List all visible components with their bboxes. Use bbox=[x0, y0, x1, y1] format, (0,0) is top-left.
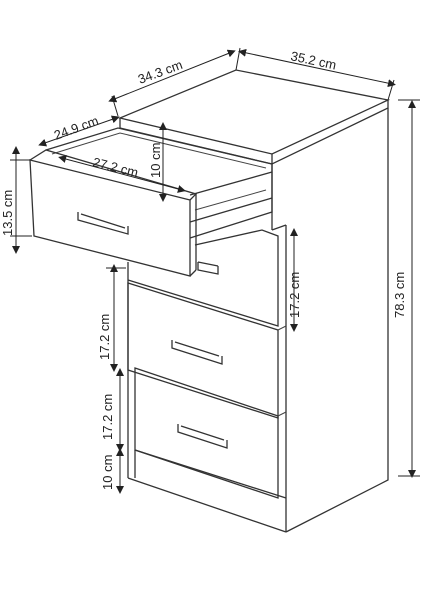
dim-width bbox=[235, 47, 396, 101]
dim-drawer-3-height bbox=[106, 264, 126, 372]
dim-drawer-front-height bbox=[10, 146, 32, 254]
open-drawer-handle-icon bbox=[77, 212, 129, 235]
label-drawer-3-height: 17.2 cm bbox=[97, 314, 112, 360]
label-drawer-inner-width: 27.2 cm bbox=[91, 154, 140, 180]
drawer-3 bbox=[127, 282, 287, 419]
dim-total-height bbox=[398, 99, 420, 478]
drawer-2-handle-icon bbox=[197, 261, 219, 275]
label-depth: 34.3 cm bbox=[136, 57, 185, 87]
label-total-height: 78.3 cm bbox=[392, 272, 407, 318]
drawer-3-handle-icon bbox=[171, 340, 223, 365]
drawer-2 bbox=[127, 224, 287, 327]
cabinet-body bbox=[117, 69, 391, 533]
drawer-front bbox=[29, 159, 191, 277]
dim-drawer-depth bbox=[38, 115, 120, 147]
label-width: 35.2 cm bbox=[289, 48, 337, 72]
label-drawer-front-height: 13.5 cm bbox=[0, 190, 15, 236]
label-drawer-inner-height: 10 cm bbox=[148, 143, 163, 178]
label-drawer-2-height: 17.2 cm bbox=[287, 272, 302, 318]
drawer-4-handle-icon bbox=[177, 424, 228, 449]
label-drawer-depth: 24.9 cm bbox=[52, 113, 101, 143]
cabinet-top bbox=[117, 69, 391, 155]
dim-depth bbox=[108, 49, 236, 117]
cabinet-side-panel bbox=[285, 108, 389, 533]
label-plinth-height: 10 cm bbox=[100, 455, 115, 490]
drawer-4 bbox=[134, 367, 287, 499]
plinth bbox=[134, 449, 287, 499]
label-drawer-4-height: 17.2 cm bbox=[100, 394, 115, 440]
